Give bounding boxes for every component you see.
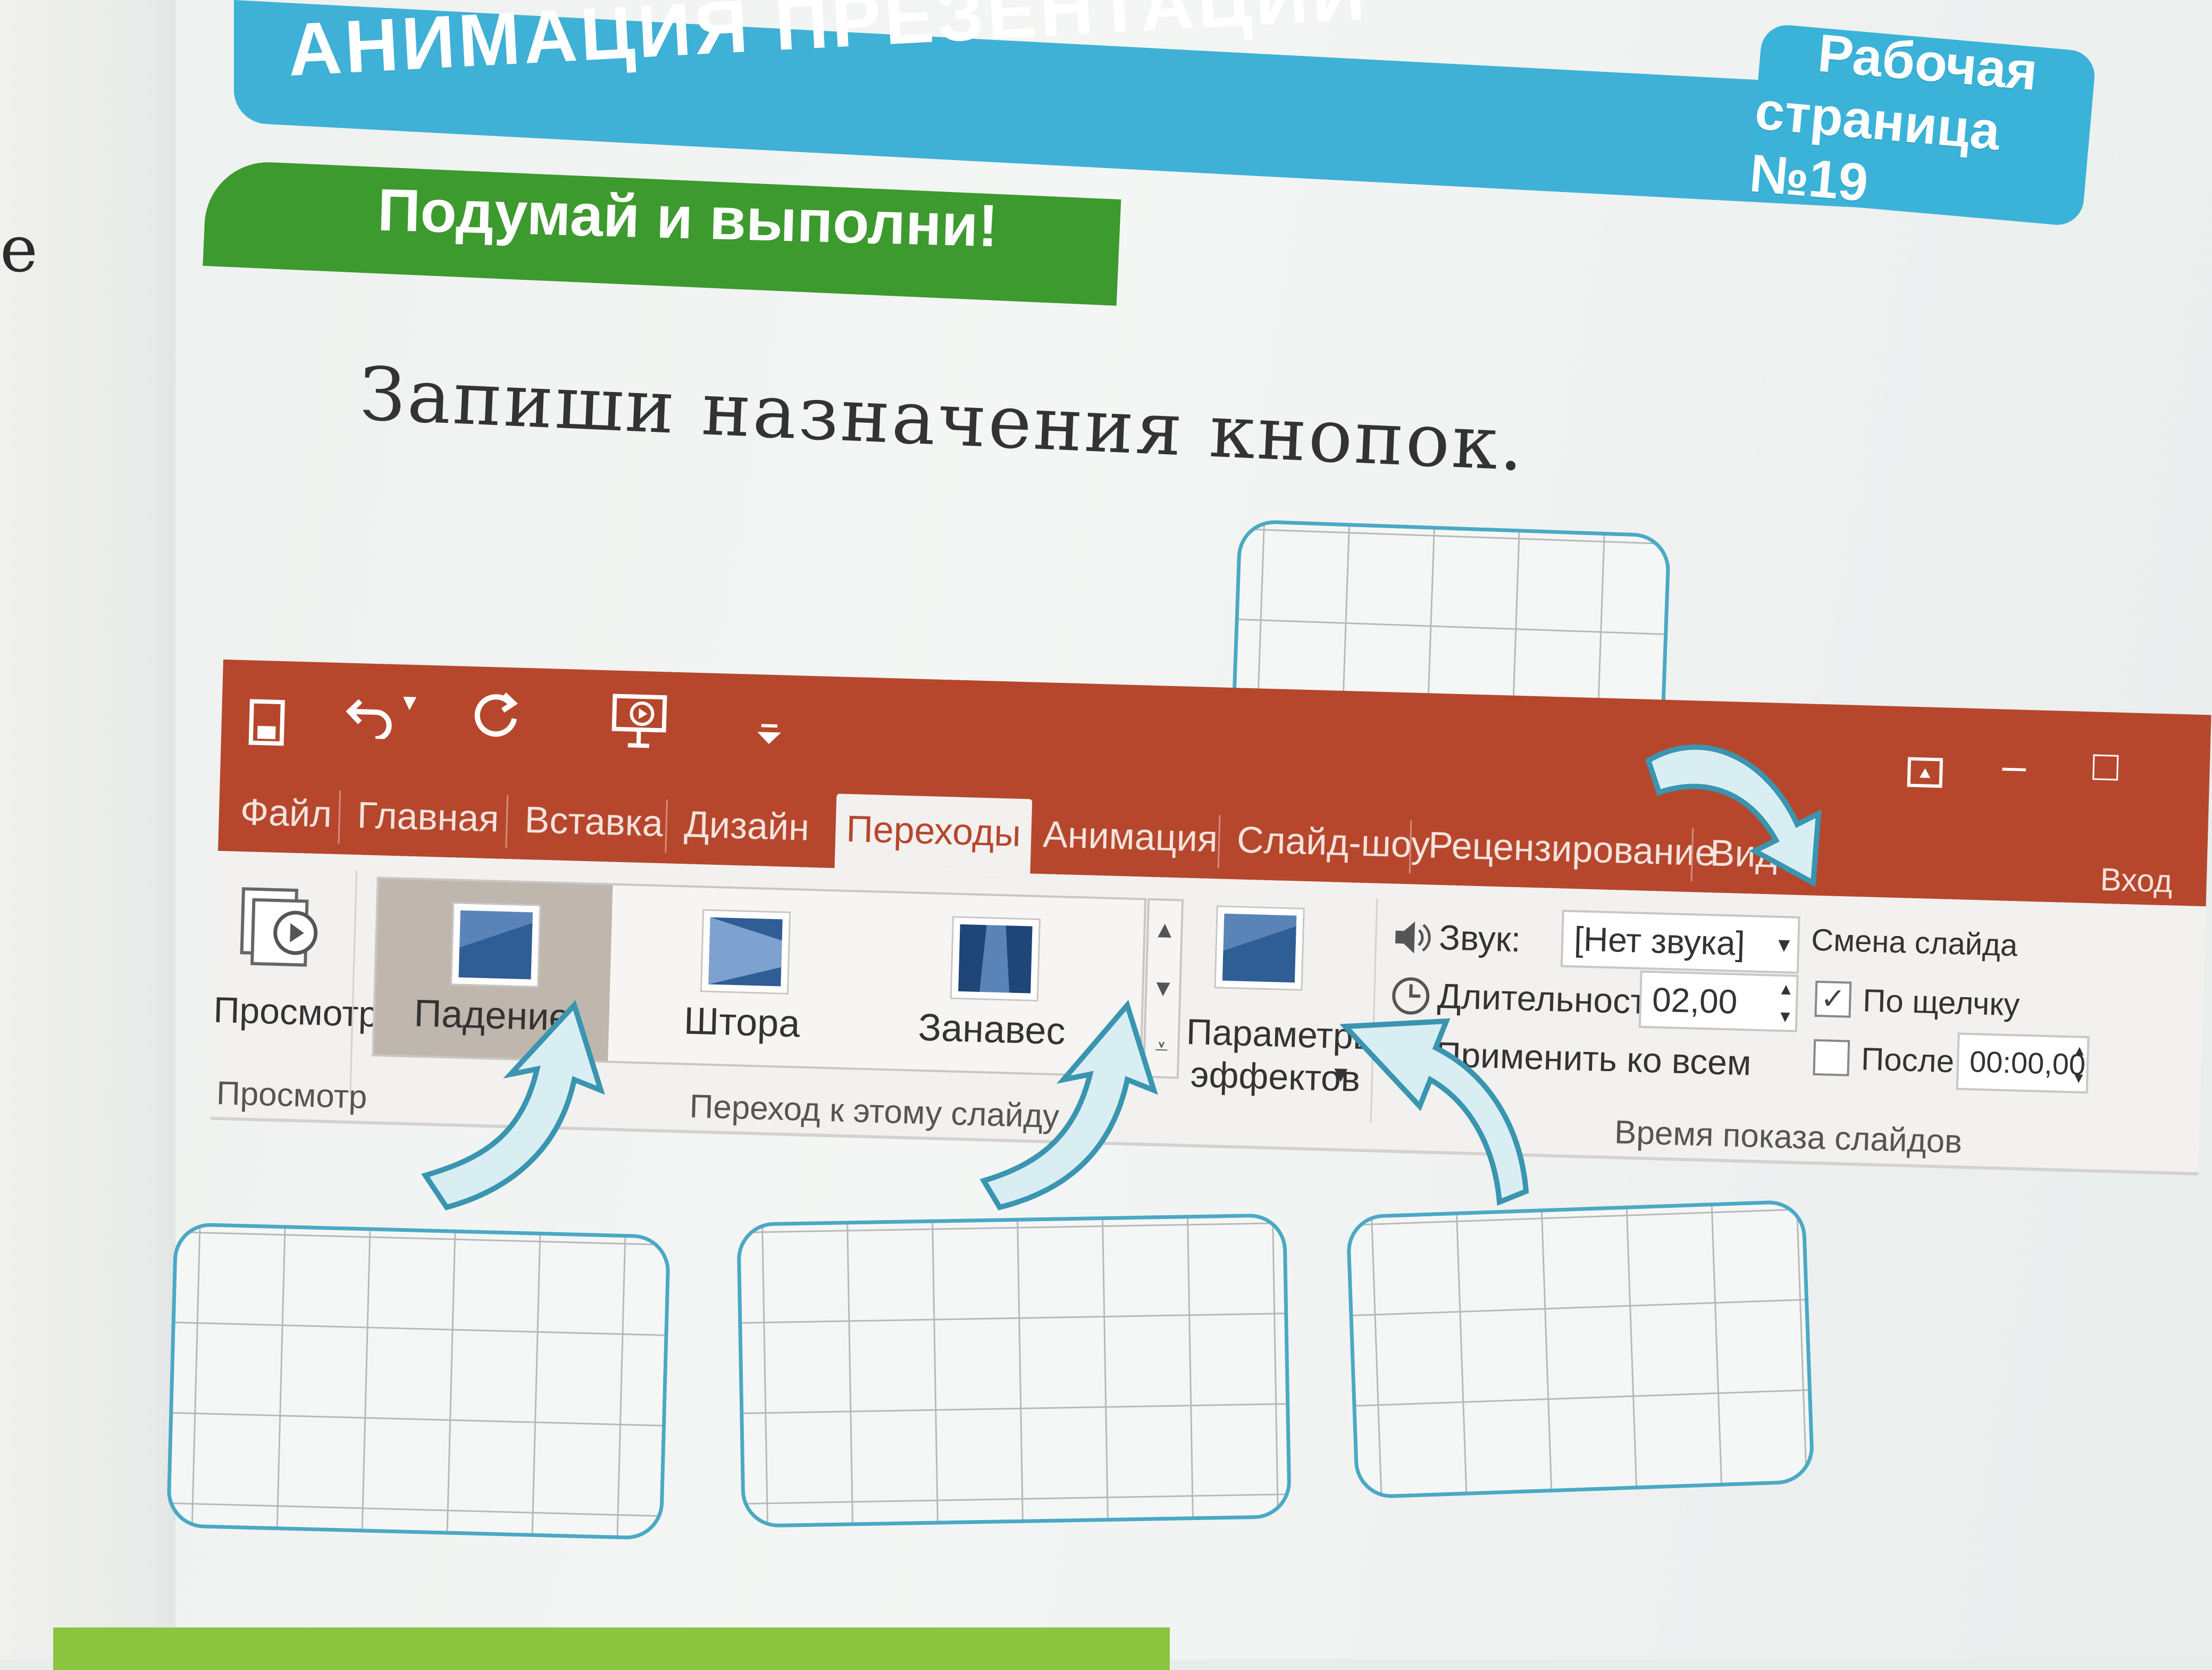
advance-slide-title: Смена слайда <box>1811 922 2018 963</box>
tab-file[interactable]: Файл <box>239 791 333 835</box>
sound-label: Звук: <box>1438 917 1521 959</box>
undo-dropdown-icon[interactable]: ▾ <box>403 686 417 717</box>
on-click-label: По щелчку <box>1862 982 2021 1023</box>
spinner-arrows-icon[interactable]: ▴▾ <box>2074 1040 2084 1087</box>
drape-label: Штора <box>683 999 801 1046</box>
transition-drape[interactable]: Штора <box>624 886 862 1067</box>
left-page-fragment: е <box>0 213 38 287</box>
on-click-checkbox[interactable]: ✓ <box>1814 980 1852 1018</box>
preview-group-label: Просмотр <box>216 1074 368 1116</box>
after-time-value: 00:00,00 <box>1969 1045 2086 1082</box>
transition-fall-over[interactable]: Падение <box>374 879 613 1061</box>
arrow-to-advance-slide-icon <box>1645 744 1822 888</box>
duration-value: 02,00 <box>1652 980 1738 1021</box>
tab-home[interactable]: Главная <box>356 794 500 840</box>
answer-box-right[interactable] <box>1345 1199 1815 1499</box>
tab-transitions[interactable]: Переходы <box>834 794 1033 874</box>
drape-thumbnail <box>700 909 791 995</box>
curtains-thumbnail <box>950 916 1041 1002</box>
bottom-green-strip <box>53 1627 1170 1670</box>
chevron-down-icon: ▾ <box>1778 931 1790 958</box>
clock-icon <box>1389 974 1432 1018</box>
sound-value: [Нет звука] <box>1573 920 1746 963</box>
fall-over-thumbnail <box>450 902 541 988</box>
minimize-button[interactable]: – <box>2001 741 2027 790</box>
maximize-button[interactable]: □ <box>2092 741 2119 790</box>
presentation-start-icon[interactable] <box>609 691 669 752</box>
worksheet-badge: Рабочая страница №19 <box>1747 23 2097 227</box>
transition-gallery: Падение Штора Занавес <box>372 876 1147 1078</box>
duration-spinner[interactable]: 02,00 ▴▾ <box>1638 970 1799 1032</box>
answer-box-left[interactable] <box>166 1222 671 1541</box>
tab-animation[interactable]: Анимация <box>1042 813 1219 860</box>
after-checkbox[interactable] <box>1813 1039 1850 1076</box>
arrow-to-effect-options-icon <box>1340 1018 1529 1206</box>
preview-button-label[interactable]: Просмотр <box>213 989 380 1035</box>
sound-icon <box>1390 916 1434 959</box>
preview-icon[interactable] <box>236 883 323 981</box>
answer-box-middle[interactable] <box>736 1213 1292 1528</box>
gallery-scroll-up[interactable]: ▲ <box>1153 916 1177 943</box>
customize-toolbar-icon[interactable] <box>753 696 786 744</box>
arrow-to-fall-over-icon <box>421 1000 605 1210</box>
undo-arrow-icon[interactable] <box>343 684 398 742</box>
transition-curtains[interactable]: Занавес <box>874 893 1112 1075</box>
tab-design[interactable]: Дизайн <box>683 803 810 848</box>
after-time-spinner[interactable]: 00:00,00 ▴▾ <box>1956 1032 2090 1094</box>
ribbon-display-options-icon[interactable] <box>1906 749 1945 788</box>
sign-in-link[interactable]: Вход <box>2099 861 2173 899</box>
tab-insert[interactable]: Вставка <box>524 798 664 845</box>
floppy-disk-icon[interactable] <box>248 692 286 746</box>
repeat-arrow-icon[interactable] <box>471 688 526 742</box>
spinner-arrows-icon[interactable]: ▴▾ <box>1780 977 1791 1027</box>
arrow-to-more-button-icon <box>979 1000 1158 1210</box>
sound-select[interactable]: [Нет звука] ▾ <box>1560 909 1800 974</box>
powerpoint-ribbon: ▾ Файл Главная Вставка Дизайн Переходы А… <box>210 659 2211 1178</box>
effect-options-icon[interactable] <box>1214 905 1305 991</box>
after-label: После: <box>1861 1041 1964 1080</box>
